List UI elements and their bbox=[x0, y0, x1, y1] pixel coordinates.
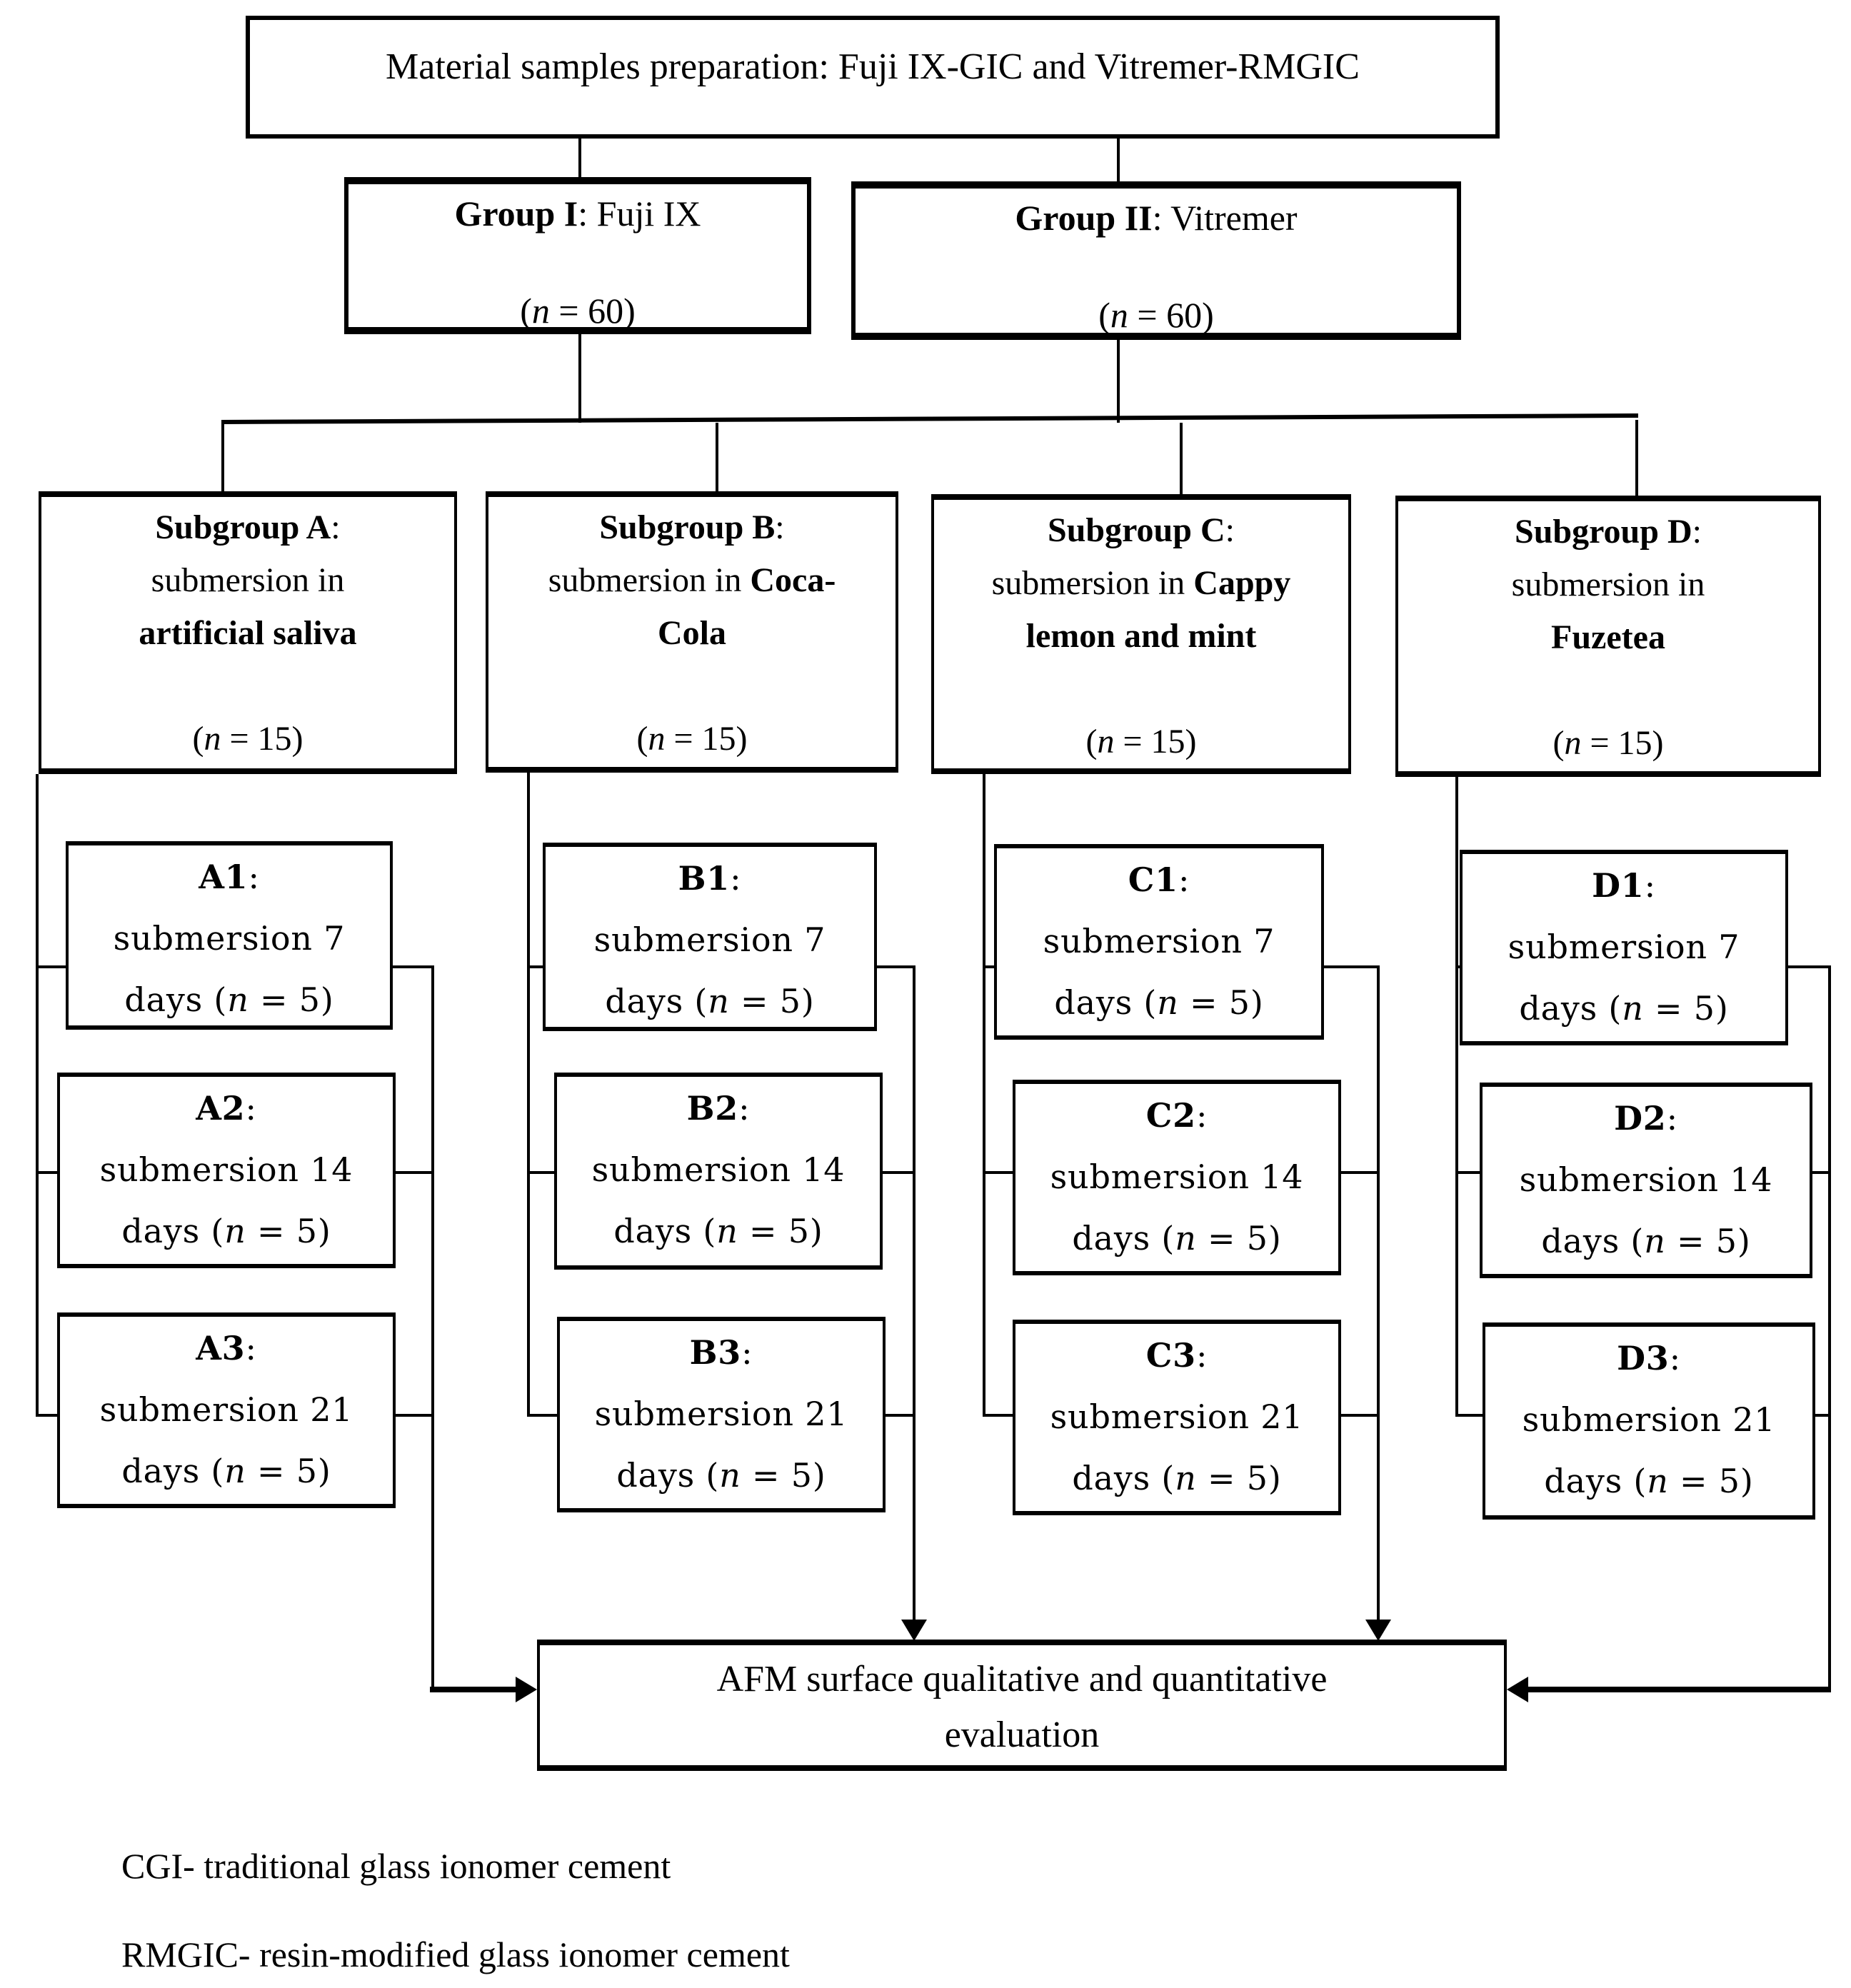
connector-stub-a3-left bbox=[36, 1414, 60, 1417]
connector-stub-b2-left bbox=[527, 1171, 557, 1174]
box-group-2: Group II: Vitremer (n = 60) bbox=[851, 181, 1461, 340]
connector-stub-c3-left bbox=[983, 1414, 1015, 1417]
connector-rail-right-a bbox=[431, 965, 434, 1692]
connector-stub-b3-left bbox=[527, 1414, 560, 1417]
box-subgroup-b: Subgroup B:submersion in Coca-Cola (n = … bbox=[486, 491, 898, 773]
connector-distributor bbox=[221, 413, 1638, 424]
connector-stub-d1-right bbox=[1788, 965, 1831, 968]
connector-stub-d1-left bbox=[1455, 965, 1463, 968]
connector-rail-right-c bbox=[1377, 965, 1380, 1622]
connector-d-to-evaluation bbox=[1528, 1687, 1831, 1692]
connector-rail-right-b bbox=[913, 965, 916, 1622]
connector-stub-a1-right bbox=[393, 965, 434, 968]
connector-stub-c2-right bbox=[1341, 1171, 1380, 1174]
connector-drop-subgroup-c bbox=[1180, 423, 1183, 494]
connector-stub-d3-right bbox=[1815, 1414, 1831, 1417]
connector-rail-left-b bbox=[527, 773, 530, 1417]
connector-stub-c1-left bbox=[983, 965, 997, 968]
box-group-1: Group I: Fuji IX (n = 60) bbox=[344, 177, 811, 334]
connector-group-1-down bbox=[578, 334, 581, 423]
connector-stub-a3-right bbox=[396, 1414, 434, 1417]
connector-stub-d2-left bbox=[1455, 1171, 1483, 1174]
arrowhead-into-evaluation-left-icon bbox=[516, 1677, 537, 1702]
connector-stub-c3-right bbox=[1341, 1414, 1380, 1417]
arrowhead-into-evaluation-right-icon bbox=[1507, 1677, 1528, 1702]
connector-stub-c1-right bbox=[1324, 965, 1380, 968]
connector-drop-subgroup-a bbox=[221, 423, 224, 491]
connector-stub-a1-left bbox=[36, 965, 66, 968]
connector-drop-subgroup-b bbox=[716, 423, 718, 491]
connector-stub-d3-left bbox=[1455, 1414, 1485, 1417]
connector-stub-d2-right bbox=[1812, 1171, 1831, 1174]
box-title: Material samples preparation: Fuji IX-GI… bbox=[246, 16, 1500, 139]
connector-rail-left-c bbox=[983, 774, 985, 1417]
connector-stub-c2-left bbox=[983, 1171, 1015, 1174]
connector-stub-a2-right bbox=[396, 1171, 434, 1174]
connector-rail-left-a bbox=[36, 774, 39, 1414]
connector-group-2-down bbox=[1117, 340, 1120, 423]
connector-stub-a2-left bbox=[36, 1171, 60, 1174]
arrowhead-into-evaluation-top-b-icon bbox=[901, 1620, 927, 1641]
box-evaluation: AFM surface qualitative and quantitative… bbox=[537, 1640, 1507, 1771]
connector-rail-right-d bbox=[1828, 965, 1831, 1692]
connector-title-to-group-1 bbox=[578, 139, 581, 177]
connector-a-to-evaluation bbox=[430, 1687, 516, 1692]
arrowhead-into-evaluation-top-c-icon bbox=[1365, 1620, 1391, 1641]
connector-stub-b1-right bbox=[877, 965, 916, 968]
connector-stub-b2-right bbox=[883, 1171, 916, 1174]
connector-stub-b1-left bbox=[527, 965, 546, 968]
footnote-cgi: CGI- traditional glass ionomer cement bbox=[121, 1848, 671, 1887]
connector-rail-left-d bbox=[1455, 777, 1458, 1417]
connector-drop-subgroup-d bbox=[1635, 420, 1638, 496]
connector-title-to-group-2 bbox=[1117, 139, 1120, 181]
connector-stub-b3-right bbox=[886, 1414, 916, 1417]
footnote-rmgic: RMGIC- resin-modified glass ionomer ceme… bbox=[121, 1937, 790, 1975]
